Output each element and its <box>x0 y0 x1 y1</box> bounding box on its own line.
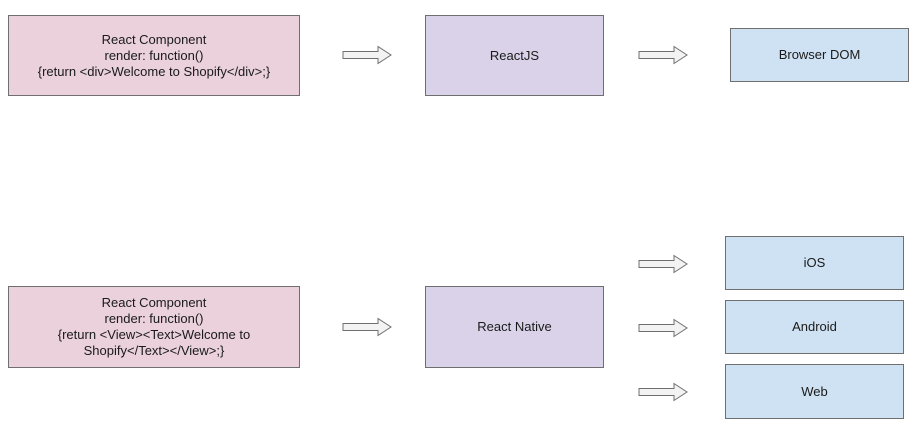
component-line: render: function() <box>104 47 204 63</box>
block-arrow-right-icon <box>342 317 392 337</box>
component-line: React Component <box>101 295 207 310</box>
web-label: Web <box>801 383 828 399</box>
component-line: render: function() <box>104 311 204 326</box>
block-arrow-right-icon <box>342 45 392 65</box>
android-label: Android <box>792 319 837 334</box>
component-line: Shopify</Text></View>;} <box>83 343 225 358</box>
block-arrow-right-icon <box>638 382 688 402</box>
react-native-box: React Native <box>425 286 604 368</box>
block-arrow-right-icon <box>638 45 688 65</box>
ios-label: iOS <box>803 255 826 270</box>
reactjs-box: ReactJS <box>425 15 604 96</box>
component-line: {return <View><Text>Welcome to <box>57 327 251 342</box>
block-arrow-right-icon <box>638 254 688 274</box>
react-component-box-top: React Component render: function() {retu… <box>8 15 300 96</box>
ios-box: iOS <box>725 236 904 290</box>
component-line: React Component <box>101 31 207 47</box>
android-box: Android <box>725 300 904 354</box>
component-line: {return <div>Welcome to Shopify</div>;} <box>37 63 271 79</box>
react-component-box-bottom: React Component render: function() {retu… <box>8 286 300 368</box>
web-box: Web <box>725 364 904 419</box>
browser-dom-label: Browser DOM <box>778 47 861 62</box>
block-arrow-right-icon <box>638 318 688 338</box>
reactjs-label: ReactJS <box>489 47 540 63</box>
browser-dom-box: Browser DOM <box>730 28 909 82</box>
react-native-label: React Native <box>477 319 552 334</box>
